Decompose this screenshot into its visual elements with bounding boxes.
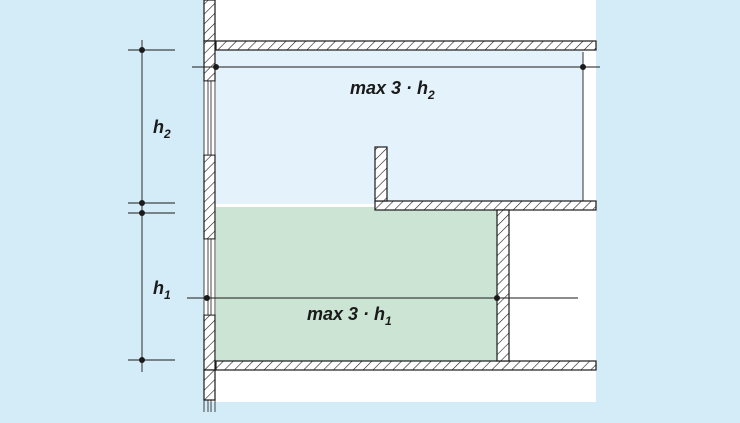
h2-label: h2 bbox=[153, 117, 171, 141]
lower-span-dot-right bbox=[494, 295, 500, 301]
upper-room-zone bbox=[216, 50, 583, 204]
upper-span-label: max 3 · h2 bbox=[350, 78, 435, 102]
dim-dot-mid-upper bbox=[139, 200, 145, 206]
lower-span-label: max 3 · h1 bbox=[307, 304, 392, 328]
dim-dot-top bbox=[139, 47, 145, 53]
bottom-slab bbox=[215, 360, 597, 371]
upstand-wall bbox=[374, 146, 388, 202]
upper-span-dot-right bbox=[580, 64, 586, 70]
facade-windows bbox=[203, 80, 216, 412]
lower-span-dot-left bbox=[204, 295, 210, 301]
dim-dot-mid-lower bbox=[139, 210, 145, 216]
middle-slab bbox=[374, 200, 597, 211]
upper-span-line bbox=[192, 52, 600, 201]
partition-wall bbox=[496, 209, 510, 362]
dim-dot-bottom bbox=[139, 357, 145, 363]
facade-wall bbox=[203, 0, 216, 401]
top-slab bbox=[215, 40, 597, 51]
lower-room-zone bbox=[216, 207, 497, 361]
upper-span-dot-left bbox=[213, 64, 219, 70]
h1-label: h1 bbox=[153, 278, 171, 302]
